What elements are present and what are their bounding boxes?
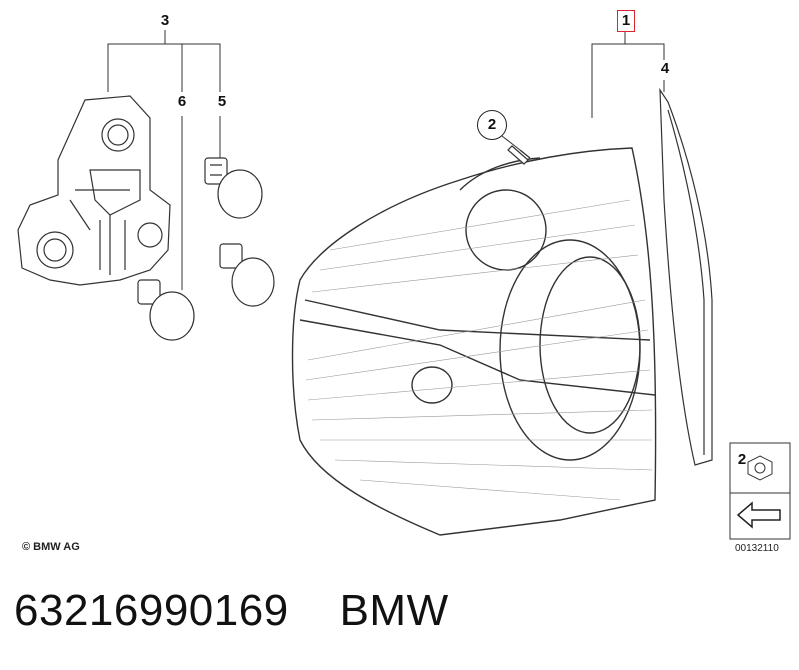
bulb-5b-icon <box>219 243 275 307</box>
tail-light-lines <box>305 199 653 501</box>
callout-4: 4 <box>660 60 670 77</box>
screw-icon <box>507 145 529 165</box>
callout-3: 3 <box>160 12 170 29</box>
bulb-holder-icon <box>17 95 171 286</box>
bulb-6-icon <box>137 279 195 341</box>
callout-2-circle: 2 <box>477 110 507 140</box>
callout-6: 6 <box>177 93 187 110</box>
leader-lines <box>107 30 665 290</box>
gasket-icon <box>659 87 713 466</box>
callout-2-small-parts: 2 <box>737 451 747 468</box>
tail-light-icon <box>291 147 657 536</box>
parts-diagram <box>17 30 791 540</box>
part-number-caption: 63216990169 BMW <box>14 586 449 635</box>
callout-5: 5 <box>217 93 227 110</box>
copyright-label: © BMW AG <box>22 541 80 553</box>
bulb-5-icon <box>204 157 263 219</box>
diagram-number: 00132110 <box>735 543 779 554</box>
callout-1-box: 1 <box>617 10 635 32</box>
nut-box-icon <box>729 442 791 540</box>
